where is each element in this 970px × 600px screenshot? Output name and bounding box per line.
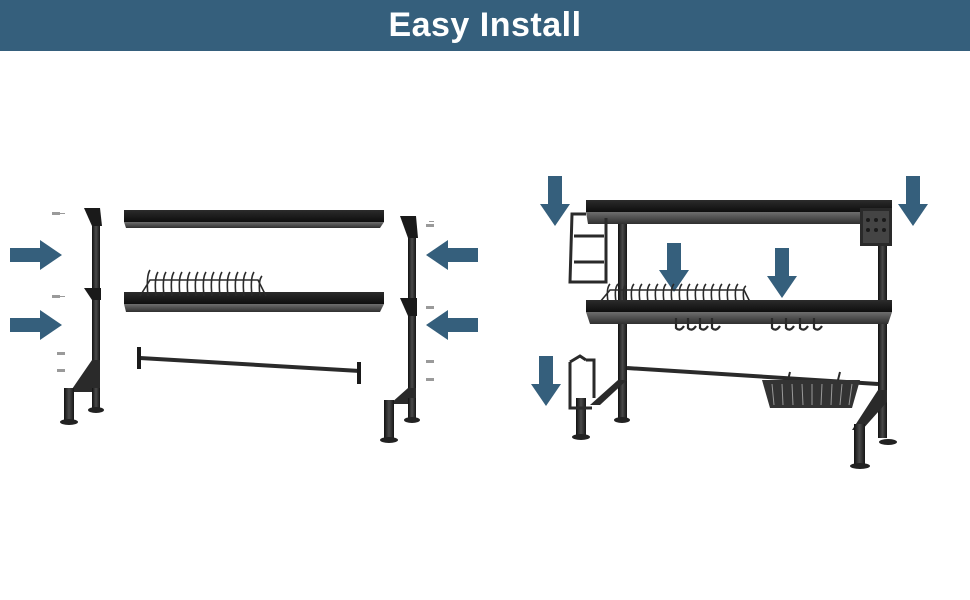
- utensil-holder: [860, 208, 892, 246]
- disassembled-rack: [10, 208, 478, 443]
- arrow-left-icon: [426, 240, 478, 270]
- product-illustration: [10, 176, 928, 469]
- screw-icon: [426, 221, 434, 381]
- arrow-right-icon: [10, 240, 62, 270]
- arrow-down-icon: [540, 176, 570, 226]
- lower-crossbar: [137, 347, 361, 384]
- arrow-left-icon: [426, 310, 478, 340]
- arrow-down-icon: [898, 176, 928, 226]
- arrow-down-icon: [531, 356, 561, 406]
- top-shelf-panel: [124, 210, 384, 228]
- right-side-frame: [380, 216, 420, 443]
- left-side-frame: [60, 208, 104, 425]
- board-stand: [568, 354, 596, 410]
- assembled-rack: [531, 176, 928, 469]
- screw-icon: [52, 212, 65, 372]
- arrow-right-icon: [10, 310, 62, 340]
- assembled-top-shelf: [586, 200, 892, 224]
- arrow-down-icon: [659, 243, 689, 292]
- title-banner: Easy Install: [0, 0, 970, 51]
- banner-title: Easy Install: [388, 6, 582, 44]
- dish-shelf-panel: [124, 269, 384, 312]
- rack-frame: [572, 212, 897, 469]
- assembled-dish-shelf: [586, 283, 892, 331]
- hanging-basket: [762, 371, 860, 408]
- arrow-down-icon: [767, 248, 797, 298]
- lid-holder: [568, 212, 608, 284]
